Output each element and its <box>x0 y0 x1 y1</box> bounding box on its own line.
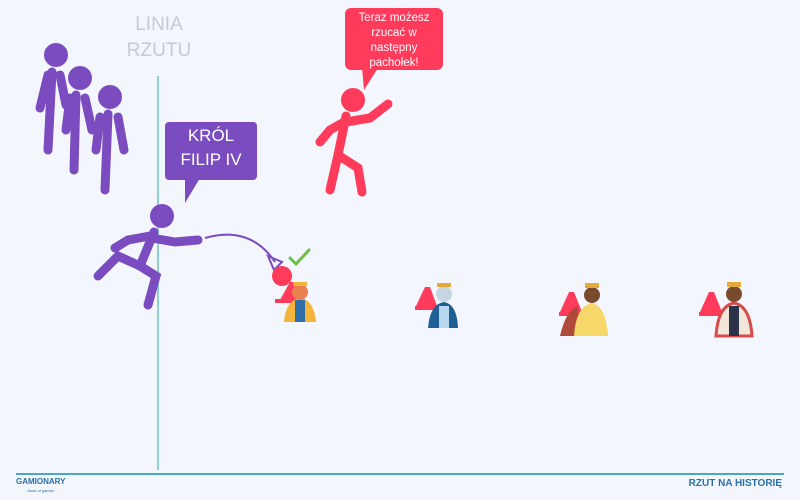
cone-king-2 <box>415 283 458 328</box>
arrow-head-icon <box>266 254 284 272</box>
instruction-bubble: Teraz możesz rzucać w następny pachołek! <box>345 8 443 70</box>
cone-king-3 <box>559 283 608 336</box>
game-title: RZUT NA HISTORIĘ <box>688 478 782 489</box>
cone-icon <box>700 292 722 312</box>
throw-arrow <box>204 233 276 263</box>
throw-line-label: LINIA RZUTU <box>120 12 198 64</box>
bubble-tail <box>185 178 200 203</box>
cone-icon <box>560 292 582 312</box>
check-icon <box>288 248 311 267</box>
bubble-line: pachołek! <box>369 57 419 69</box>
logo-tagline: book of games <box>27 488 54 493</box>
logo-text: GAMIONARY <box>16 477 66 486</box>
label-line1: LINIA <box>135 14 183 35</box>
footer-divider <box>16 473 784 475</box>
bubble-line: rzucać w <box>371 27 417 39</box>
label-line2: RZUTU <box>126 40 192 61</box>
bubble-line: następny <box>370 42 418 54</box>
scene <box>35 43 754 470</box>
bubble-line: Teraz możesz <box>358 12 430 24</box>
waiting-players-icon <box>35 43 129 195</box>
king-icon <box>574 303 608 336</box>
bubble-line: FILIP IV <box>180 150 242 169</box>
thrown-ball-icon <box>272 266 292 286</box>
instructor-figure-icon <box>315 88 393 197</box>
bubble-tail <box>362 68 378 90</box>
cone-king-4 <box>699 282 754 338</box>
running-player-icon <box>93 204 203 310</box>
player-name-bubble: KRÓL FILIP IV <box>165 122 257 180</box>
gamionary-logo: GAMIONARY book of games <box>16 478 65 495</box>
bubble-line: KRÓL <box>187 126 235 145</box>
cone-icon <box>416 287 437 306</box>
cone-king-1 <box>275 282 316 322</box>
